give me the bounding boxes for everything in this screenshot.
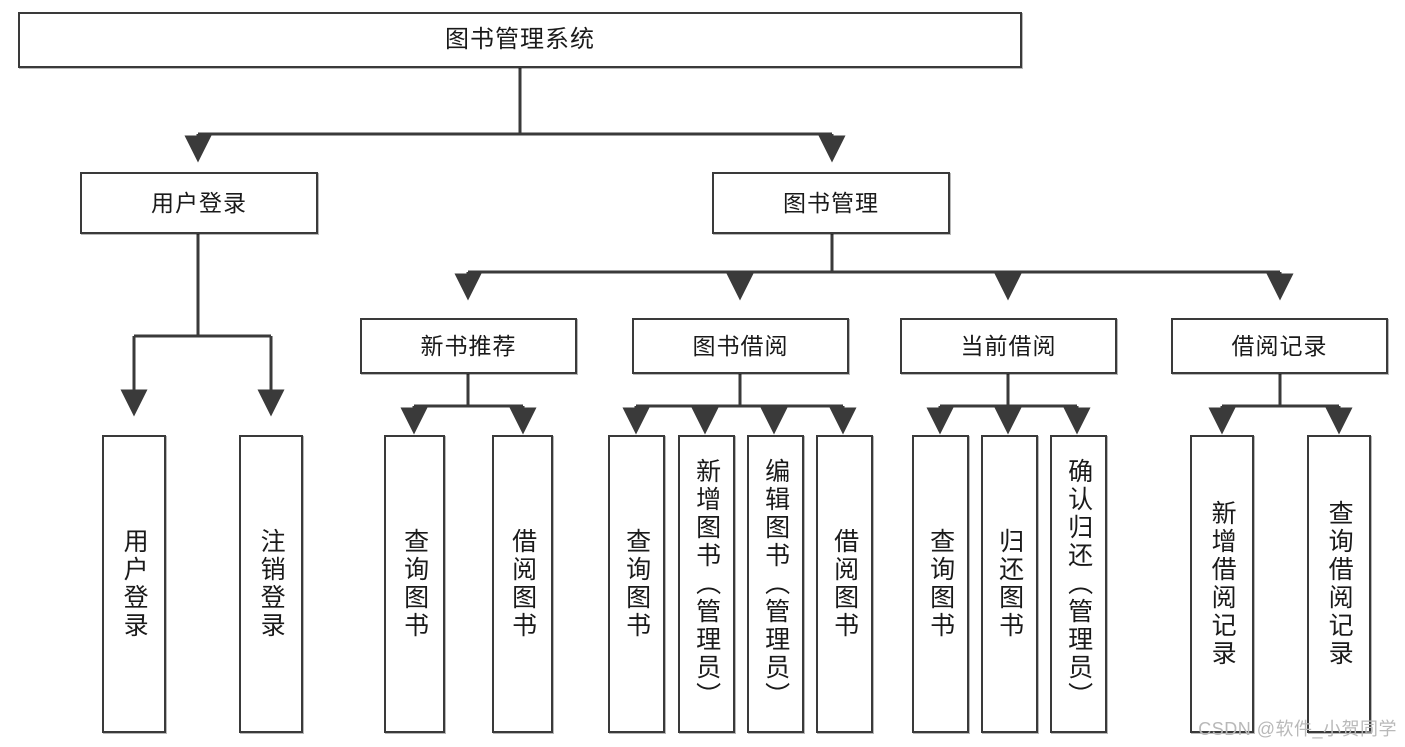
leaf-current-borrow-query-books[interactable]: 查询图书: [912, 435, 969, 733]
leaf-book-borrow-borrow-books[interactable]: 借阅图书: [816, 435, 873, 733]
leaf-current-borrow-return-books[interactable]: 归还图书: [981, 435, 1038, 733]
leaf-borrow-record-query-record[interactable]: 查询借阅记录: [1307, 435, 1371, 733]
leaf-user-login-login[interactable]: 用户登录: [102, 435, 166, 733]
leaf-new-book-query-books[interactable]: 查询图书: [384, 435, 445, 733]
node-label: 查询图书: [400, 528, 429, 640]
node-root-system[interactable]: 图书管理系统: [18, 12, 1022, 68]
node-label: 注销登录: [257, 528, 286, 640]
node-label: 借阅记录: [1231, 332, 1328, 359]
node-user-login[interactable]: 用户登录: [80, 172, 318, 234]
node-label: 新增借阅记录: [1208, 500, 1237, 668]
node-label: 新增图书（管理员）: [692, 458, 721, 710]
node-label: 查询借阅记录: [1325, 500, 1354, 668]
node-label: 借阅图书: [508, 528, 537, 640]
csdn-watermark: CSDN @软件_小贺同学: [1198, 719, 1397, 739]
node-label: 图书借阅: [692, 332, 789, 359]
leaf-new-book-borrow-books[interactable]: 借阅图书: [492, 435, 553, 733]
node-label: 用户登录: [120, 528, 149, 640]
leaf-book-borrow-add-book-admin[interactable]: 新增图书（管理员）: [678, 435, 735, 733]
node-label: 用户登录: [151, 189, 247, 216]
node-new-book-recommend[interactable]: 新书推荐: [360, 318, 577, 374]
node-current-borrow[interactable]: 当前借阅: [900, 318, 1117, 374]
node-label: 新书推荐: [420, 332, 517, 359]
leaf-book-borrow-query-books[interactable]: 查询图书: [608, 435, 665, 733]
leaf-current-borrow-confirm-return-admin[interactable]: 确认归还（管理员）: [1050, 435, 1107, 733]
node-label: 图书管理系统: [445, 26, 595, 54]
node-book-management[interactable]: 图书管理: [712, 172, 950, 234]
node-label: 确认归还（管理员）: [1064, 458, 1093, 710]
node-label: 查询图书: [622, 528, 651, 640]
leaf-book-borrow-edit-book-admin[interactable]: 编辑图书（管理员）: [747, 435, 804, 733]
leaf-borrow-record-add-record[interactable]: 新增借阅记录: [1190, 435, 1254, 733]
node-label: 借阅图书: [830, 528, 859, 640]
node-borrow-record[interactable]: 借阅记录: [1171, 318, 1388, 374]
node-label: 归还图书: [995, 528, 1024, 640]
node-label: 编辑图书（管理员）: [761, 458, 790, 710]
node-book-borrow[interactable]: 图书借阅: [632, 318, 849, 374]
leaf-user-login-logout[interactable]: 注销登录: [239, 435, 303, 733]
node-label: 图书管理: [783, 189, 879, 216]
node-label: 当前借阅: [960, 332, 1057, 359]
node-label: 查询图书: [926, 528, 955, 640]
